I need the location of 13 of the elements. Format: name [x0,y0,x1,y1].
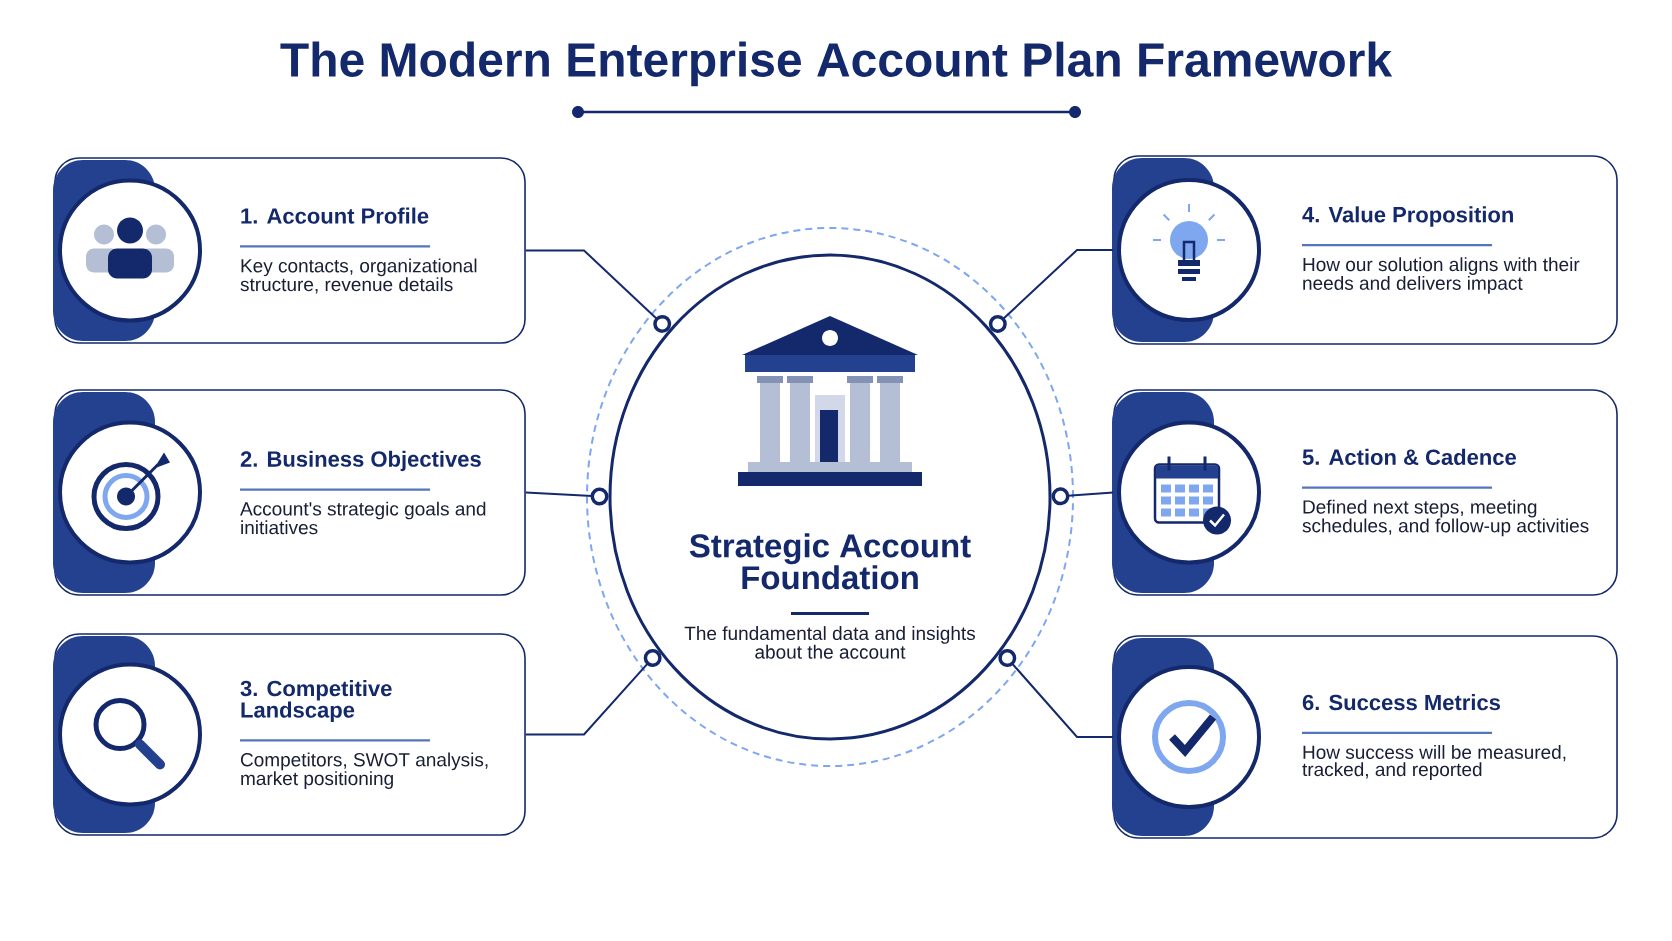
info-card: 4. Value Proposition How our solution aligns with their needs and delivers impact [1112,155,1618,345]
title: The Modern Enterprise Account Plan Framework [280,41,1393,87]
connector [988,249,1115,333]
connector [998,649,1115,738]
connector [524,487,609,506]
connector [524,249,672,333]
info-card: 5. Action & Cadence Defined next steps, meeting schedules, and follow-up activities [1112,389,1618,596]
info-card: 3. Competitive Landscape Competitors, SWOT analysis, market positioning [53,633,526,836]
info-card: 6. Success Metrics How success will be measured, tracked, and reported [1112,635,1618,839]
info-card: 2. Business Objectives Account's strategic goals and initiatives [53,389,526,596]
connector [524,649,662,736]
connector [1051,487,1115,506]
info-card: 1. Account Profile Key contacts, organizational structure, revenue details [53,157,526,344]
